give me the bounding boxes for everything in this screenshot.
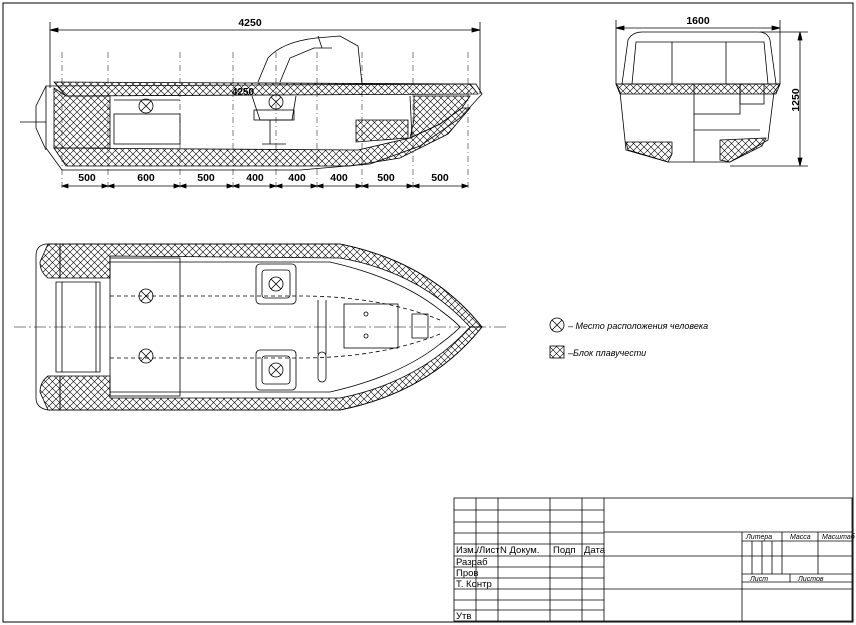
- windshield: [257, 35, 363, 85]
- rear-float: [355, 119, 409, 143]
- tb-prov: Пров: [456, 568, 478, 579]
- tb-utv: Утв: [456, 611, 471, 622]
- plan-view: [14, 243, 506, 411]
- spacing-1: 500: [78, 172, 96, 184]
- plan-float-bottom: [59, 326, 483, 411]
- tb-list: Лист: [749, 576, 768, 583]
- spacing-3: 500: [197, 172, 215, 184]
- side-station-lines: [61, 52, 469, 190]
- overall-length-label: 4250: [238, 17, 262, 29]
- spacing-4: 400: [246, 172, 264, 184]
- tb-izm-list: Изм./Лист: [456, 545, 500, 556]
- tb-podp: Подп: [553, 545, 576, 556]
- spacing-5: 400: [288, 172, 306, 184]
- inner-length-label: 4250: [232, 87, 255, 98]
- plan-float-top: [59, 243, 483, 328]
- tb-litera: Литера: [745, 534, 772, 541]
- plan-seat-bottom: [255, 349, 297, 391]
- tb-listov: Листов: [797, 576, 824, 583]
- spacing-2: 600: [137, 172, 155, 184]
- plan-aft-bench: [109, 257, 181, 397]
- plan-console: [343, 303, 399, 349]
- tb-masshtab: Масштаб: [822, 533, 856, 541]
- tb-t-kontr: Т. Контр: [456, 579, 492, 590]
- side-view: [20, 22, 483, 171]
- front-view: [615, 20, 808, 167]
- bottom-float: [53, 107, 471, 167]
- legend: [549, 317, 565, 359]
- transom-float: [53, 87, 111, 149]
- plan-person-aft-top: [138, 288, 154, 304]
- legend-float-symbol: [549, 345, 565, 359]
- spacing-dimension: [60, 183, 470, 189]
- title-block: [453, 497, 853, 622]
- plan-seat-top: [255, 263, 297, 305]
- tb-data: Дата: [584, 545, 606, 556]
- tb-n-dokum: N Докум.: [500, 545, 539, 556]
- tb-razrab: Разраб: [456, 557, 488, 568]
- front-width-label: 1600: [686, 15, 710, 27]
- plan-dashed-line-bottom: [110, 333, 441, 359]
- outboard-motor: [35, 85, 47, 151]
- front-height-label: 1250: [790, 88, 802, 112]
- bow-float: [409, 95, 471, 139]
- plan-person-aft-bottom: [138, 348, 154, 364]
- front-float-top: [615, 83, 781, 95]
- legend-person-label: – Место расположения человека: [567, 321, 708, 331]
- plan-person-seat-bottom: [268, 362, 284, 378]
- spacing-6: 400: [330, 172, 348, 184]
- hull-outline: [45, 83, 483, 171]
- front-float-bottom: [625, 141, 673, 163]
- front-windscreen: [621, 31, 777, 85]
- spacing-7: 500: [377, 172, 395, 184]
- person-marker-aft: [138, 98, 154, 114]
- tb-massa: Масса: [790, 534, 811, 541]
- plan-dashed-line-top: [110, 295, 441, 321]
- aft-seat: [113, 113, 181, 145]
- plan-person-seat-top: [268, 276, 284, 292]
- legend-person-symbol: [549, 317, 565, 333]
- legend-float-label: –Блок плавучести: [567, 348, 646, 358]
- spacing-8: 500: [431, 172, 449, 184]
